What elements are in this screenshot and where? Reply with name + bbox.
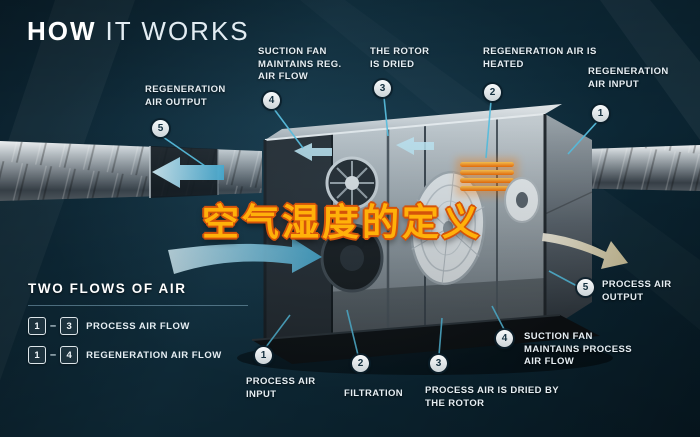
callout-process-air-input-label: PROCESS AIR INPUT <box>246 376 316 400</box>
callout-rotor-dried-label: THE ROTOR IS DRIED <box>370 46 430 70</box>
machine-left-dark-panel <box>265 134 332 340</box>
callout-process-air-output-label: PROCESS AIR OUTPUT <box>602 279 672 303</box>
airflow-arrows <box>168 137 628 274</box>
legend-badge-regen-to: 4 <box>60 346 79 364</box>
legend-badge-regen-from: 1 <box>28 346 46 364</box>
regen-air-out-arrow <box>152 157 224 188</box>
title-word-how: HOW <box>27 16 97 46</box>
callout-regeneration-air-output-label: REGENERATION AIR OUTPUT <box>145 84 226 108</box>
legend: TWO FLOWS OF AIR 1 – 3 PROCESS AIR FLOW … <box>28 281 248 364</box>
callout-process-air-input-badge: 1 <box>255 347 272 364</box>
regen-flow-arrow-2 <box>396 137 434 155</box>
process-air-out-arrow <box>542 233 628 269</box>
legend-process-air-flow-label: PROCESS AIR FLOW <box>86 320 190 332</box>
callout-suction-fan-reg-label: SUCTION FAN MAINTAINS REG. AIR FLOW <box>258 46 342 83</box>
heater <box>456 158 518 196</box>
machine-body <box>237 104 613 375</box>
callout-regen-air-heated-badge: 2 <box>484 84 501 101</box>
callout-process-air-dried-badge: 3 <box>430 355 447 372</box>
callout-filtration-label: FILTRATION <box>344 388 404 399</box>
legend-row-process-air: 1 – 3 PROCESS AIR FLOW <box>28 317 248 335</box>
callout-regen-air-input-badge: 1 <box>592 105 609 122</box>
callout-suction-fan-reg-badge: 4 <box>263 92 280 109</box>
legend-badge-process-from: 1 <box>28 317 46 335</box>
process-fan <box>320 223 384 293</box>
legend-badge-process-to: 3 <box>60 317 79 335</box>
machine-top-panel <box>265 104 562 140</box>
callout-lines <box>162 96 598 356</box>
process-air-in-arrow <box>168 238 322 274</box>
legend-row-regeneration-air: 1 – 4 REGENERATION AIR FLOW <box>28 346 248 364</box>
machine-right-panel <box>545 114 592 332</box>
title-word-it-works: IT WORKS <box>105 16 250 46</box>
left-duct <box>0 141 262 201</box>
callout-regeneration-air-output-badge: 5 <box>152 120 169 137</box>
legend-title: TWO FLOWS OF AIR <box>28 281 187 296</box>
callout-rotor-dried-badge: 3 <box>374 80 391 97</box>
legend-dash: – <box>50 349 57 361</box>
page-title: HOW IT WORKS <box>27 16 250 47</box>
callout-suction-fan-process-label: SUCTION FAN MAINTAINS PROCESS AIR FLOW <box>524 331 632 368</box>
machine-base <box>252 315 600 364</box>
callout-regen-air-heated-label: REGENERATION AIR IS HEATED <box>483 46 597 70</box>
process-air-fan-housing <box>504 177 540 223</box>
callout-regen-air-input-label: REGENERATION AIR INPUT <box>588 66 669 90</box>
callout-filtration-badge: 2 <box>352 355 369 372</box>
regen-fan <box>325 156 379 210</box>
legend-regeneration-air-flow-label: REGENERATION AIR FLOW <box>86 349 222 361</box>
callout-suction-fan-process-badge: 4 <box>496 330 513 347</box>
callout-process-air-dried-label: PROCESS AIR IS DRIED BY THE ROTOR <box>425 385 559 409</box>
legend-dash: – <box>50 320 57 332</box>
rotor <box>410 170 486 286</box>
callout-process-air-output-badge: 5 <box>577 279 594 296</box>
chinese-title-overlay: 空气湿度的定义 <box>202 202 482 243</box>
legend-divider <box>28 305 248 306</box>
